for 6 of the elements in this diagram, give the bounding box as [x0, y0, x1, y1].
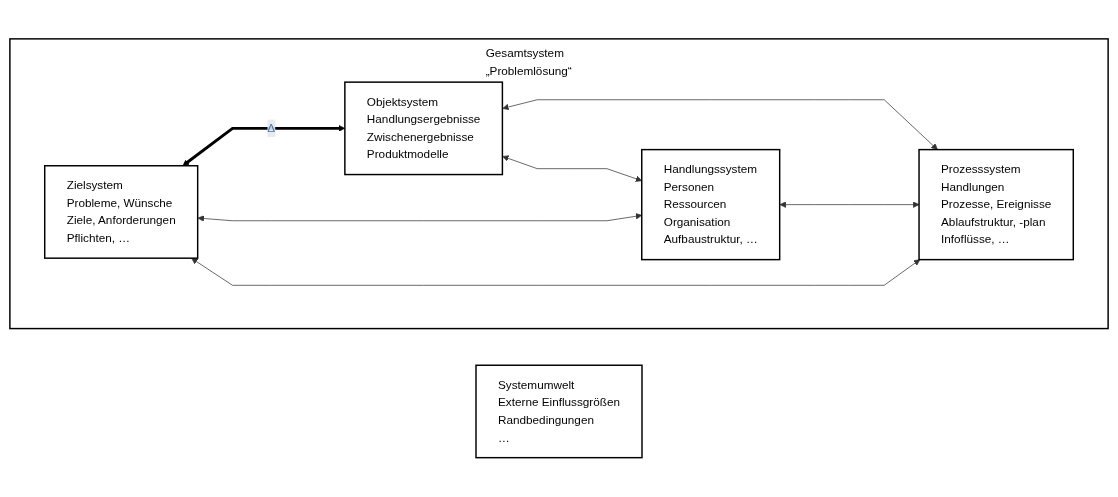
node-box: Zielsystem Probleme, Wünsche Ziele, Anforderungen Pflichten, …: [44, 165, 199, 260]
node-box: Objektsystem Handlungsergebnisse Zwischenergebnisse Produktmodelle: [344, 81, 504, 176]
node-box: Systemumwelt Externe Einflussgrößen Randbedingungen …: [475, 364, 643, 459]
node-box: Handlungssystem Personen Ressourcen Organisation Aufbaustruktur, …: [641, 149, 781, 261]
node-box: Prozesssystem Handlungen Prozesse, Ereignisse Ablaufstruktur, -plan Infoflüsse, …: [918, 149, 1074, 261]
edge-label: Δ: [267, 121, 276, 135]
